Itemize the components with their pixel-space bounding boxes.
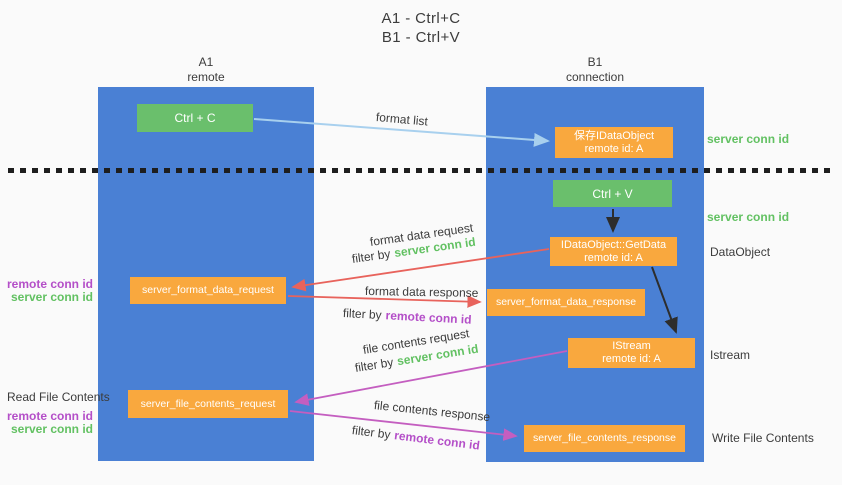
lane-b-header: B1 connection bbox=[486, 55, 704, 85]
node-server-file-contents-request: server_file_contents_request bbox=[128, 390, 288, 418]
node-save-idataobject-line2: remote id: A bbox=[584, 142, 644, 155]
node-save-idataobject-line1: 保存IDataObject bbox=[573, 129, 655, 142]
node-ctrl-c: Ctrl + C bbox=[137, 104, 253, 132]
session-divider-dotted-line bbox=[8, 168, 836, 173]
annotation-server-conn-id-right-2: server conn id bbox=[707, 210, 790, 224]
node-ctrl-v-label: Ctrl + V bbox=[592, 186, 633, 201]
node-istream-line1: IStream bbox=[612, 340, 651, 352]
lane-b-id: B1 bbox=[587, 55, 603, 69]
lane-a-label: remote bbox=[187, 70, 225, 84]
node-idataobject-getdata-line2: remote id: A bbox=[584, 251, 643, 264]
arrow-file-contents-request bbox=[294, 350, 568, 406]
node-server-file-contents-response: server_file_contents_response bbox=[524, 425, 685, 452]
arrow-format-data-response bbox=[287, 295, 482, 308]
annotation-conn-ids-left-1: remote conn id server conn id bbox=[0, 278, 93, 304]
node-istream: IStream remote id: A bbox=[568, 338, 695, 368]
lane-a-id: A1 bbox=[198, 55, 214, 69]
filter-by-text: filter by bbox=[342, 306, 383, 323]
title-line-1: A1 - Ctrl+C bbox=[381, 10, 461, 27]
annotation-read-file-contents: Read File Contents bbox=[7, 390, 110, 404]
lane-b-label: connection bbox=[565, 70, 625, 84]
node-idataobject-getdata: IDataObject::GetData remote id: A bbox=[550, 237, 677, 266]
annotation-server-conn-id-left-1: server conn id bbox=[10, 290, 93, 304]
annotation-remote-conn-id-left-2: remote conn id bbox=[6, 409, 93, 423]
node-server-format-data-request: server_format_data_request bbox=[130, 277, 286, 304]
label-format-data-response: format data response bbox=[364, 284, 479, 300]
annotation-dataobject: DataObject bbox=[710, 245, 771, 259]
arrow-file-contents-response bbox=[289, 410, 518, 441]
annotation-istream: Istream bbox=[710, 348, 751, 362]
arrow-format-data-request bbox=[291, 248, 550, 292]
annotation-server-conn-id-right-1: server conn id bbox=[707, 132, 790, 146]
node-ctrl-v: Ctrl + V bbox=[553, 180, 672, 207]
annotation-remote-conn-id-left-1: remote conn id bbox=[6, 277, 93, 291]
diagram-title: A1 - Ctrl+C B1 - Ctrl+V bbox=[0, 9, 842, 47]
node-idataobject-getdata-line1: IDataObject::GetData bbox=[560, 238, 667, 251]
node-server-format-data-request-label: server_format_data_request bbox=[142, 284, 274, 296]
title-line-2: B1 - Ctrl+V bbox=[381, 29, 461, 46]
annotation-write-file-contents: Write File Contents bbox=[712, 431, 814, 445]
node-server-file-contents-request-label: server_file_contents_request bbox=[140, 397, 276, 410]
node-server-format-data-response-label: server_format_data_response bbox=[495, 296, 637, 308]
annotation-server-conn-id-left-2: server conn id bbox=[10, 422, 93, 436]
node-server-format-data-response: server_format_data_response bbox=[487, 289, 645, 316]
node-save-idataobject: 保存IDataObject remote id: A bbox=[555, 127, 673, 158]
annotation-conn-ids-left-2: remote conn id server conn id bbox=[0, 410, 93, 436]
node-server-file-contents-response-label: server_file_contents_response bbox=[532, 432, 676, 444]
arrow-getdata-to-istream bbox=[651, 266, 678, 334]
node-istream-line2: remote id: A bbox=[602, 353, 661, 365]
arrow-format-list bbox=[253, 118, 550, 147]
lane-a-header: A1 remote bbox=[98, 55, 314, 85]
node-ctrl-c-label: Ctrl + C bbox=[174, 111, 216, 125]
